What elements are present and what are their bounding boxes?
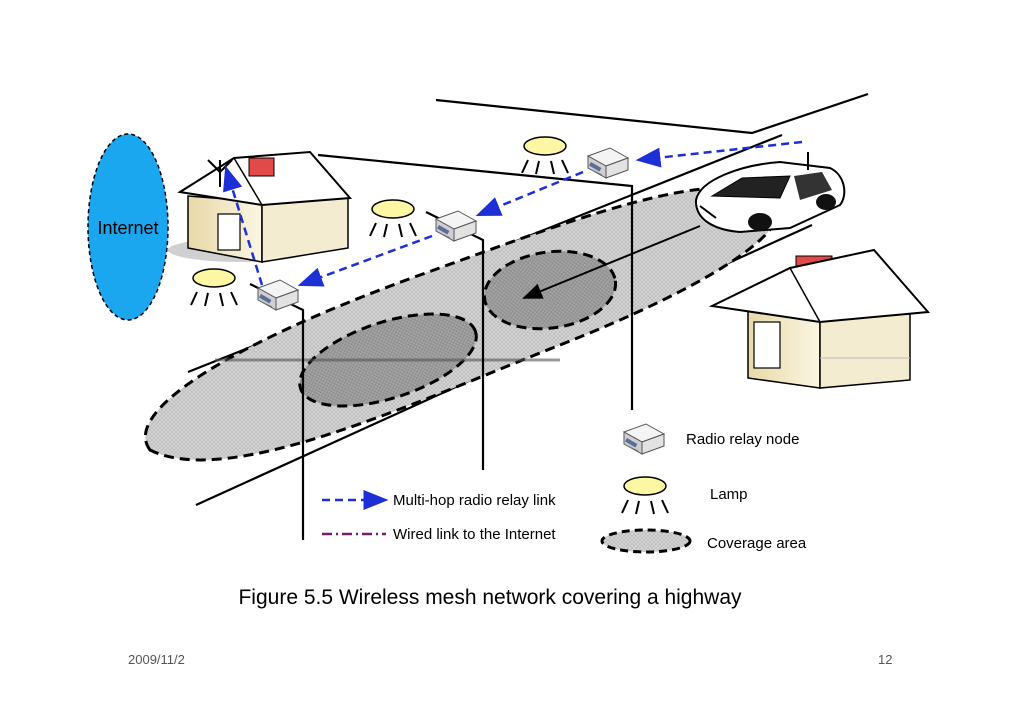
legend-relay-node-icon (623, 423, 665, 455)
legend-lamp-icon (621, 476, 669, 515)
relay-link-node1-to-node2 (475, 170, 584, 217)
internet-label: Internet (97, 218, 158, 238)
lamp-icon (190, 268, 238, 307)
footer-date: 2009/11/2 (128, 652, 185, 667)
legend-relay-link-label: Multi-hop radio relay link (393, 492, 556, 509)
house-right (708, 248, 931, 389)
relay-node-icon (587, 147, 629, 179)
legend-wired-link-label: Wired link to the Internet (393, 526, 556, 543)
car-direction-arrow (522, 225, 701, 299)
car-icon (694, 152, 846, 234)
legend: Radio relay node Lamp Coverage area Mult… (322, 423, 807, 554)
legend-relay-node-label: Radio relay node (686, 431, 799, 448)
relay-link-node2-to-node3 (297, 234, 433, 287)
relay-link-node3-to-antenna (223, 165, 264, 286)
lamp-icon (369, 199, 417, 238)
footer-page-number: 12 (878, 652, 893, 667)
lamp-icon (521, 136, 569, 175)
legend-coverage-icon (600, 528, 692, 554)
legend-lamp-label: Lamp (710, 486, 748, 503)
side-street (435, 92, 869, 135)
coverage-area-right (482, 249, 618, 331)
wire-post-1 (317, 153, 634, 410)
relay-link-car-to-node1 (635, 140, 803, 168)
figure-caption: Figure 5.5 Wireless mesh network coverin… (238, 586, 742, 609)
legend-coverage-label: Coverage area (707, 535, 807, 552)
internet-cloud (87, 133, 169, 321)
house-left (168, 150, 353, 263)
relay-node-icon (435, 210, 477, 242)
